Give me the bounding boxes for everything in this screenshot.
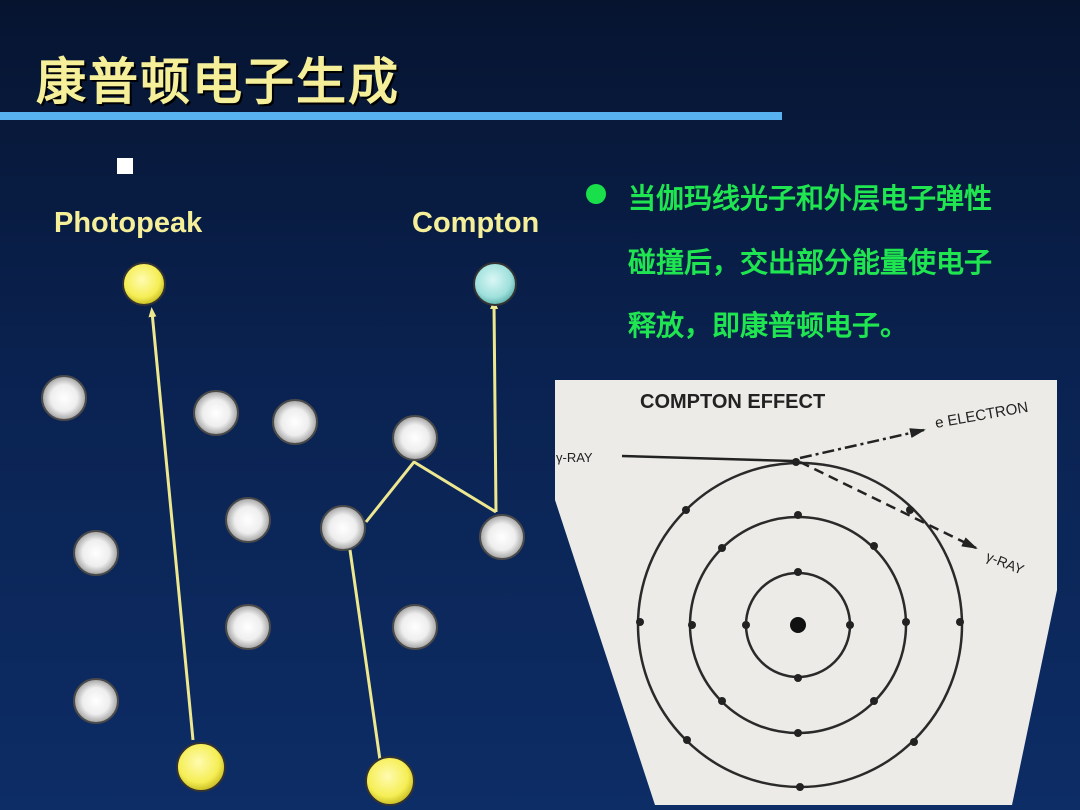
photopeak-label: Photopeak — [54, 207, 203, 239]
slide-title: 康普顿电子生成 — [36, 52, 400, 111]
compton-label: Compton — [412, 207, 540, 239]
square-bullet-icon — [117, 158, 133, 174]
compton-electron-track — [490, 299, 499, 513]
atom — [392, 415, 438, 461]
description-line-3: 释放，即康普顿电子。 — [628, 309, 909, 342]
compton-electron — [473, 262, 517, 306]
incoming-gamma-ray — [621, 454, 795, 463]
incoming-ray-label: γ-RAY — [556, 450, 593, 465]
atom — [272, 399, 318, 445]
compton-incoming-track — [348, 549, 382, 761]
atom — [41, 375, 87, 421]
electron-ray — [799, 428, 926, 460]
atom — [225, 497, 271, 543]
atom — [392, 604, 438, 650]
compton-scatter-track — [364, 460, 497, 523]
photopeak-photon — [122, 262, 166, 306]
description-line-1: 当伽玛线光子和外层电子弹性 — [628, 182, 993, 215]
atom — [225, 604, 271, 650]
nucleus — [790, 617, 806, 633]
atom — [320, 505, 366, 551]
figure-title: COMPTON EFFECT — [640, 391, 825, 413]
atom — [73, 530, 119, 576]
compton-effect-figure: COMPTON EFFECT γ-RAY e ELECTRON γ-RAY — [555, 380, 1057, 805]
atom — [479, 514, 525, 560]
description-line-2: 碰撞后，交出部分能量使电子 — [628, 246, 993, 279]
bullet-dot-icon — [586, 184, 606, 204]
title-rule — [0, 112, 782, 120]
photopeak-track — [148, 307, 195, 741]
incoming-photon-1 — [176, 742, 226, 792]
incoming-photon-2 — [365, 756, 415, 806]
scattered-gamma-ray — [799, 460, 978, 550]
atom — [193, 390, 239, 436]
atom — [73, 678, 119, 724]
